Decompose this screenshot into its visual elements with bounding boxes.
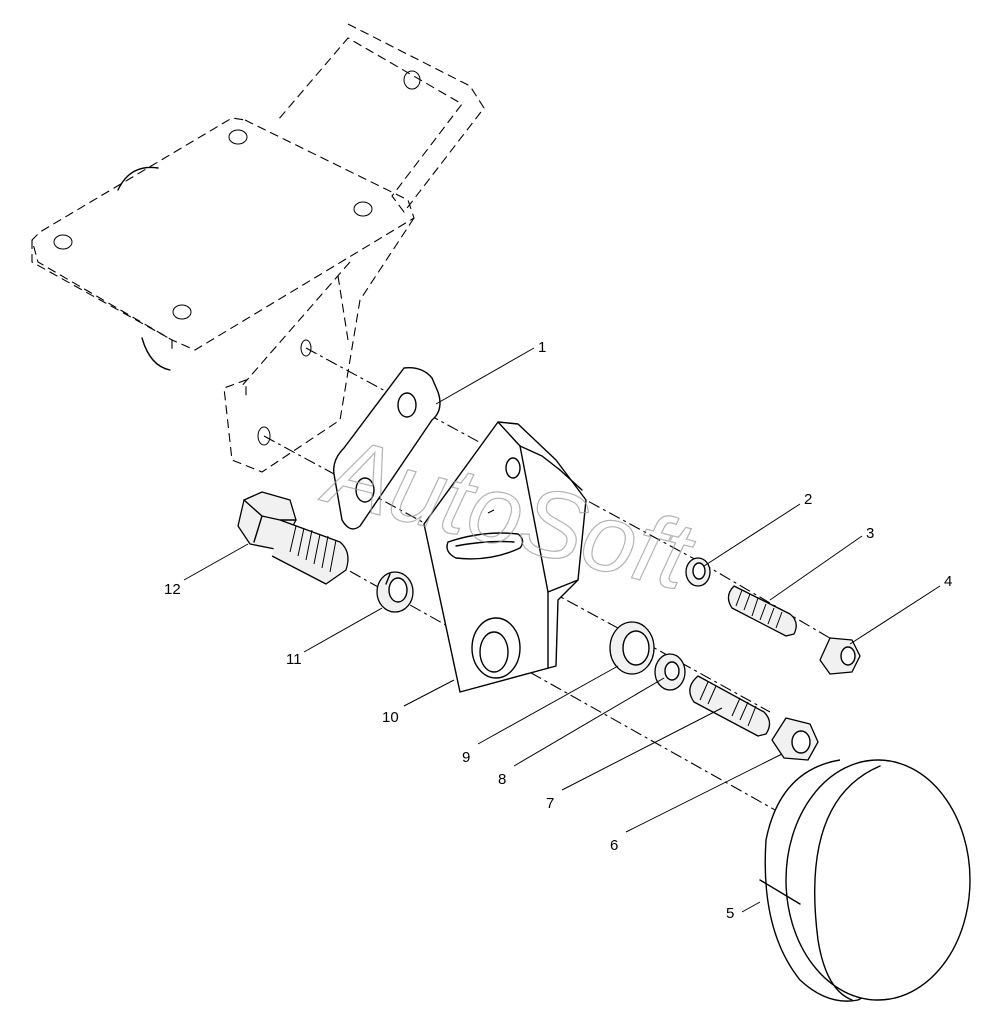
callout-4: 4 (944, 573, 952, 590)
gasket-plate (333, 367, 441, 530)
flat-washer-large (609, 621, 655, 675)
callout-12: 12 (164, 581, 181, 598)
callout-11: 11 (286, 651, 302, 668)
washer-small (685, 557, 711, 587)
callout-3: 3 (866, 525, 874, 542)
callout-10: 10 (382, 709, 399, 726)
support-bracket (423, 421, 587, 693)
stud-upper (727, 585, 797, 637)
bolt (237, 491, 349, 585)
callout-9: 9 (462, 749, 470, 766)
lock-washer-large (376, 571, 414, 613)
callout-2: 2 (804, 491, 812, 508)
stud-lower (689, 675, 771, 737)
callouts: 1 2 3 4 5 6 7 8 9 10 11 12 (164, 339, 952, 922)
nut-lower (771, 717, 819, 761)
callout-6: 6 (610, 837, 618, 854)
callout-7: 7 (546, 795, 554, 812)
callout-1: 1 (538, 339, 546, 356)
callout-8: 8 (498, 771, 506, 788)
rubber-cushion (759, 759, 971, 1002)
flat-washer-medium (654, 653, 686, 691)
engine-mount-bracket-ghost (31, 23, 485, 473)
nut-upper (819, 637, 861, 675)
callout-5: 5 (726, 905, 734, 922)
